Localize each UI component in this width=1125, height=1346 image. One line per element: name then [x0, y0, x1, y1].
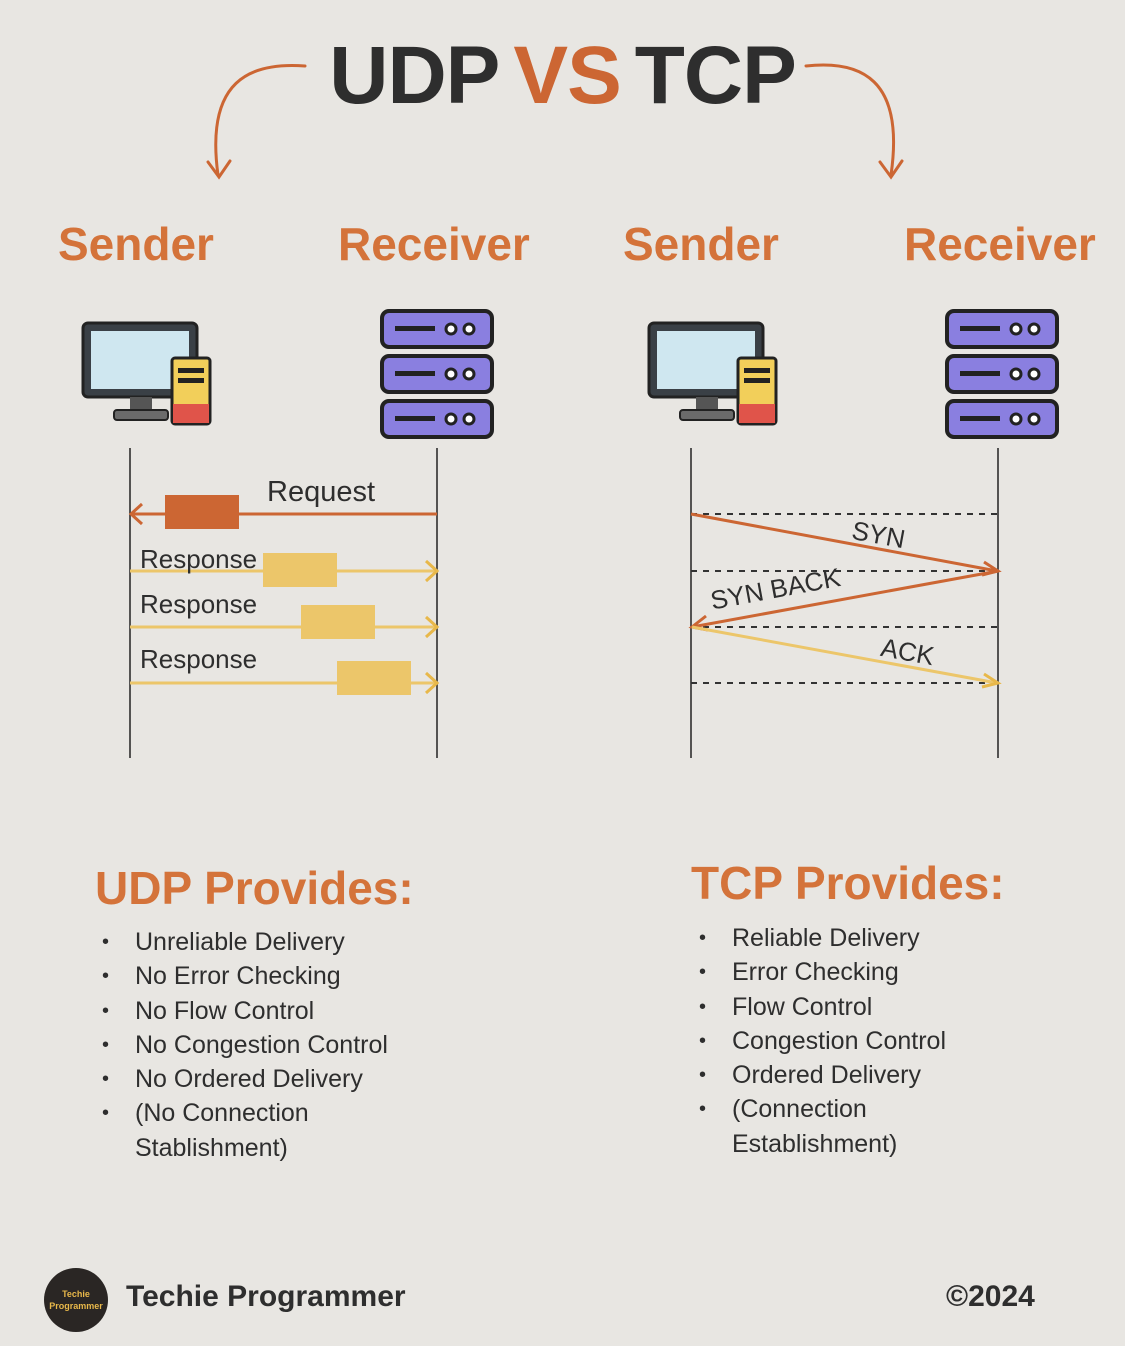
- udp-sequence-diagram: [128, 448, 440, 758]
- footer-brand-name: Techie Programmer: [126, 1280, 406, 1313]
- udp-provides-list: Unreliable Delivery No Error Checking No…: [102, 925, 542, 1165]
- tcp-desktop-computer-icon: [647, 321, 778, 426]
- udp-request-arrowhead: [128, 502, 144, 526]
- tcp-synback-arrow: [691, 569, 999, 629]
- udp-response-packet-2: [301, 605, 375, 639]
- udp-request-label: Request: [267, 476, 376, 508]
- tcp-provides-item: Ordered Delivery: [699, 1058, 1099, 1093]
- tcp-provides-item: Error Checking: [699, 955, 1099, 990]
- udp-desktop-computer-icon: [81, 321, 212, 426]
- right-arrow-head: [878, 159, 904, 180]
- tcp-provides-title: TCP Provides:: [691, 857, 1005, 909]
- udp-provides-item: No Congestion Control: [102, 1028, 542, 1063]
- udp-provides-item: (No Connection: [102, 1096, 542, 1131]
- tcp-provides-item: (Connection: [699, 1092, 1099, 1127]
- udp-response-label-3: Response: [140, 644, 258, 674]
- brand-logo: Techie Programmer: [44, 1268, 108, 1332]
- tcp-receiver-label: Receiver: [904, 218, 1096, 270]
- brand-logo-text-2: Programmer: [49, 1301, 103, 1311]
- udp-provides-item: Unreliable Delivery: [102, 925, 542, 960]
- tcp-provides-list: Reliable Delivery Error Checking Flow Co…: [699, 921, 1099, 1161]
- udp-response-packet-1: [263, 553, 337, 587]
- right-curved-arrow: [804, 63, 896, 177]
- udp-provides-item: No Flow Control: [102, 994, 542, 1029]
- left-arrow-head: [206, 159, 232, 180]
- tcp-provides-item: Congestion Control: [699, 1024, 1099, 1059]
- brand-logo-text-1: Techie: [62, 1289, 90, 1299]
- udp-receiver-label: Receiver: [338, 218, 530, 270]
- udp-response-arrowhead-1: [424, 559, 440, 583]
- tcp-provides-item: Reliable Delivery: [699, 921, 1099, 956]
- udp-response-arrowhead-3: [424, 671, 440, 695]
- udp-sender-label: Sender: [58, 218, 214, 270]
- udp-response-arrowhead-2: [424, 615, 440, 639]
- footer-copyright: ©2024: [946, 1280, 1035, 1313]
- udp-provides-item: No Ordered Delivery: [102, 1062, 542, 1097]
- title-tcp: TCP: [634, 30, 797, 121]
- title-arrows: [206, 63, 904, 180]
- udp-response-label-1: Response: [140, 544, 258, 574]
- tcp-sequence-diagram: [688, 448, 1002, 758]
- udp-response-packet-3: [337, 661, 411, 695]
- title-vs: VS: [513, 30, 621, 121]
- tcp-provides-item: Flow Control: [699, 990, 1099, 1025]
- udp-provides-title: UDP Provides:: [95, 862, 414, 914]
- tcp-provides-item-continued: Establishment): [732, 1129, 898, 1158]
- tcp-ack-arrowhead: [981, 672, 1002, 689]
- udp-provides-item-continued: Stablishment): [135, 1133, 288, 1162]
- udp-provides-item: No Error Checking: [102, 959, 542, 994]
- tcp-syn-arrow: [690, 512, 998, 573]
- udp-response-label-2: Response: [140, 589, 258, 619]
- tcp-ack-arrow: [691, 625, 998, 685]
- udp-request-packet: [165, 495, 239, 529]
- udp-server-rack-icon: [380, 309, 494, 439]
- left-curved-arrow: [214, 64, 307, 177]
- tcp-server-rack-icon: [945, 309, 1059, 439]
- tcp-sender-label: Sender: [623, 218, 779, 270]
- title-udp: UDP: [329, 30, 500, 121]
